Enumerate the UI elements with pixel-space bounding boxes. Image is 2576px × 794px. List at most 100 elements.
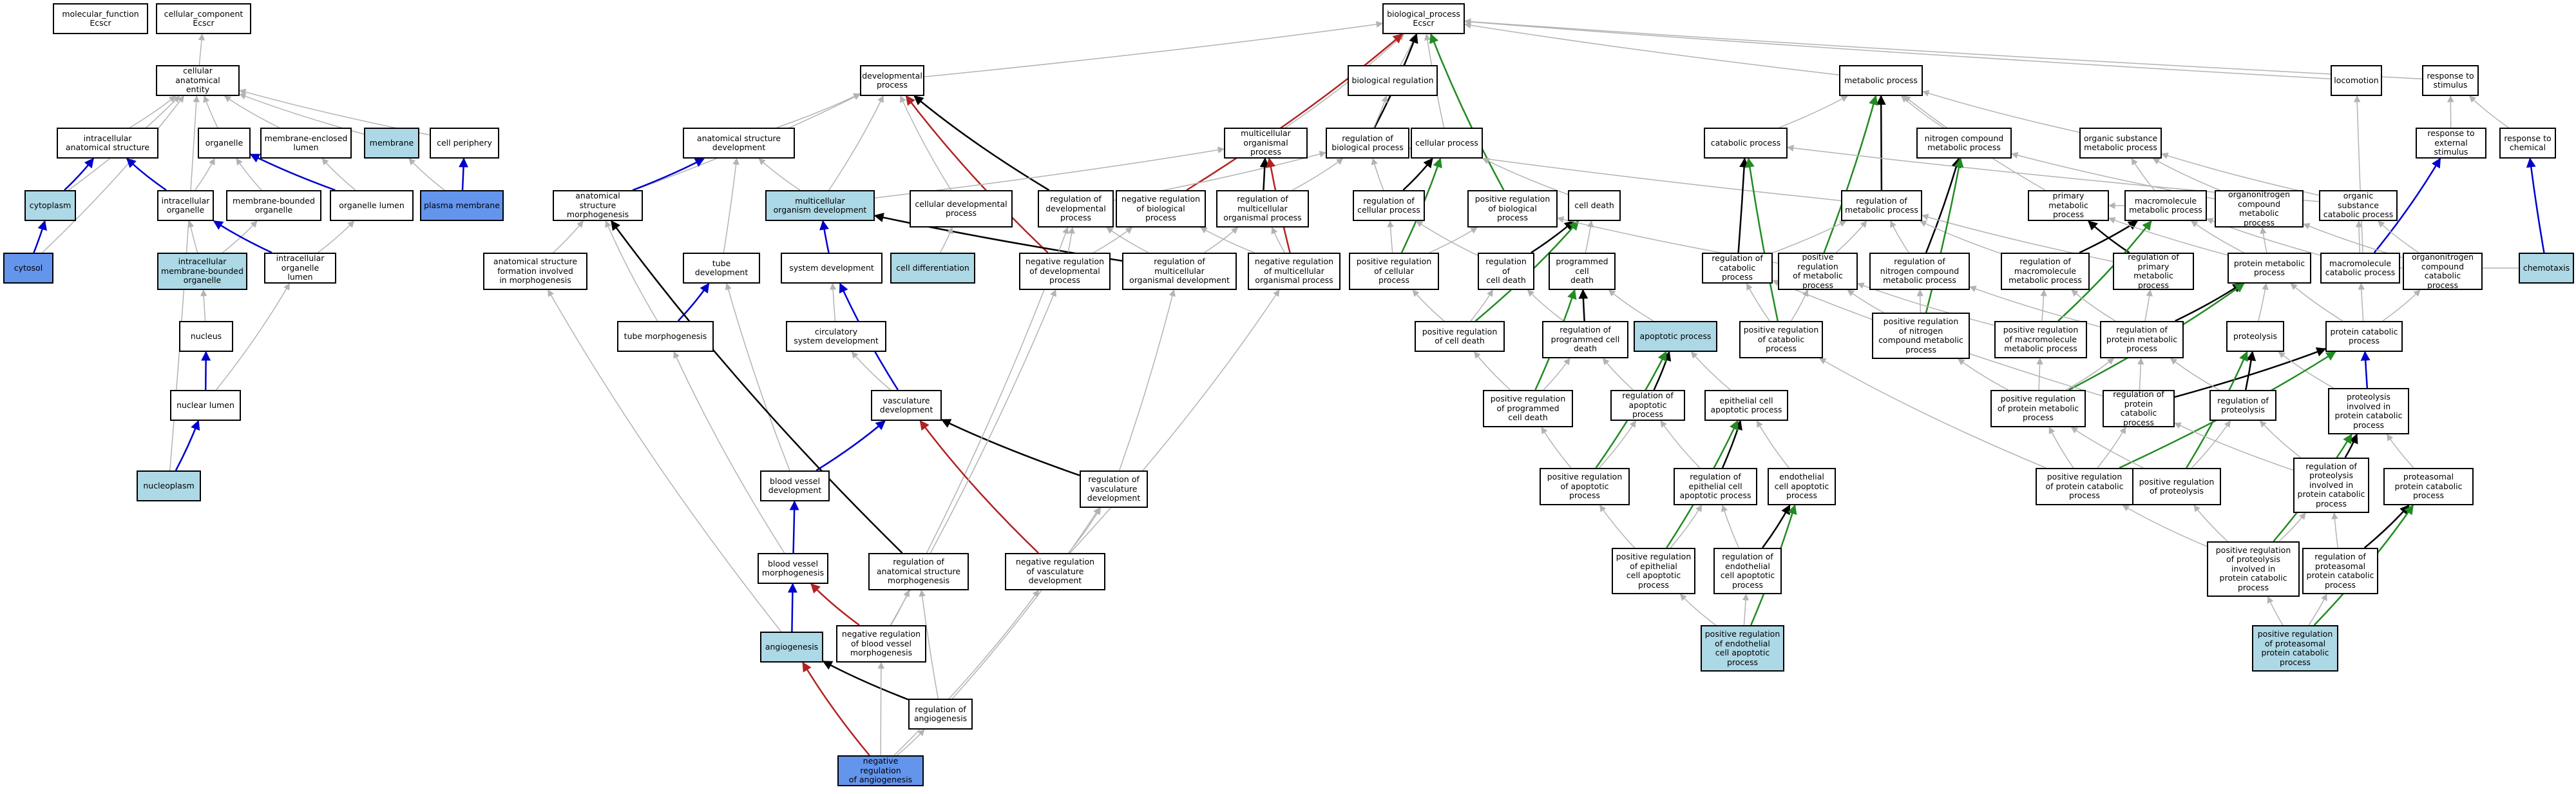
term-devp[interactable]: developmental process	[860, 65, 924, 96]
term-ias[interactable]: intracellular anatomical structure	[57, 128, 158, 159]
term-prpcd[interactable]: positive regulation of programmed cell d…	[1483, 390, 1573, 427]
term-prpipcp[interactable]: positive regulation of proteolysis invol…	[2207, 541, 2300, 597]
term-nlumen[interactable]: nuclear lumen	[170, 390, 241, 421]
term-csd[interactable]: circulatory system development	[786, 321, 886, 352]
term-vascd[interactable]: vasculature development	[871, 390, 942, 421]
term-mmp[interactable]: macromolecule metabolic process	[2124, 190, 2207, 221]
term-nrbvm[interactable]: negative regulation of blood vessel morp…	[836, 625, 926, 663]
term-nrangio[interactable]: negative regulation of angiogenesis	[837, 755, 924, 786]
term-onccp[interactable]: organonitrogen compound catabolic proces…	[2403, 252, 2483, 290]
term-prendoap[interactable]: positive regulation of endothelial cell …	[1701, 625, 1784, 672]
term-tubem[interactable]: tube morphogenesis	[617, 321, 714, 352]
term-protmp[interactable]: protein metabolic process	[2228, 253, 2311, 284]
term-rmp[interactable]: regulation of metabolic process	[1841, 190, 1922, 221]
term-celldeath[interactable]: cell death	[1568, 190, 1621, 221]
term-asfm[interactable]: anatomical structure formation involved …	[483, 253, 587, 290]
term-mf[interactable]: molecular_function Ecscr	[53, 3, 148, 34]
term-rvd[interactable]: regulation of vasculature development	[1080, 470, 1148, 508]
term-bp[interactable]: biological_process Ecscr	[1382, 3, 1465, 34]
term-rendoap[interactable]: regulation of endothelial cell apoptotic…	[1713, 548, 1782, 594]
term-rmod[interactable]: regulation of multicellular organismal d…	[1122, 253, 1237, 290]
term-rprotmp[interactable]: regulation of protein metabolic process	[2100, 321, 2184, 358]
term-pipcp[interactable]: proteolysis involved in protein cataboli…	[2328, 388, 2409, 434]
term-cytosol[interactable]: cytosol	[3, 253, 53, 284]
term-endoap[interactable]: endothelial cell apoptotic process	[1768, 468, 1836, 505]
term-mop[interactable]: multicellular organismal process	[1224, 128, 1308, 159]
term-pcd[interactable]: programmed cell death	[1549, 253, 1616, 290]
term-prppcp[interactable]: positive regulation of proteasomal prote…	[2252, 625, 2338, 672]
term-cellp[interactable]: cellular process	[1411, 128, 1483, 159]
term-mcp[interactable]: macromolecule catabolic process	[2320, 253, 2400, 284]
term-prcatp[interactable]: positive regulation of catabolic process	[1739, 321, 1823, 358]
term-rcd[interactable]: regulation of cell death	[1478, 253, 1534, 290]
term-olumen[interactable]: organelle lumen	[330, 190, 414, 221]
term-nucleus[interactable]: nucleus	[179, 321, 233, 352]
term-breg[interactable]: biological regulation	[1348, 65, 1438, 96]
term-cperiph[interactable]: cell periphery	[430, 128, 499, 159]
term-prmp[interactable]: positive regulation of metabolic process	[1778, 252, 1858, 290]
term-proteolysis[interactable]: proteolysis	[2226, 321, 2284, 352]
term-rap[interactable]: regulation of apoptotic process	[1610, 390, 1685, 421]
term-ecap[interactable]: epithelial cell apoptotic process	[1704, 390, 1788, 421]
term-tubed[interactable]: tube development	[683, 253, 760, 284]
term-nrmop[interactable]: negative regulation of multicellular org…	[1248, 253, 1340, 290]
term-cae[interactable]: cellular anatomical entity	[156, 65, 240, 96]
term-io[interactable]: intracellular organelle	[157, 190, 214, 221]
term-rpmp[interactable]: regulation of primary metabolic process	[2113, 252, 2194, 290]
term-ncmp[interactable]: nitrogen compound metabolic process	[1916, 128, 2012, 159]
term-angio[interactable]: angiogenesis	[760, 632, 823, 663]
term-bvd[interactable]: blood vessel development	[760, 470, 830, 501]
term-mod[interactable]: multicellular organism development	[765, 190, 875, 221]
term-cc[interactable]: cellular_component Ecscr	[156, 3, 251, 34]
term-rtc[interactable]: response to chemical	[2499, 128, 2556, 159]
term-nrbp[interactable]: negative regulation of biological proces…	[1116, 190, 1206, 228]
term-celldiff[interactable]: cell differentiation	[890, 253, 975, 284]
term-rangio[interactable]: regulation of angiogenesis	[908, 699, 973, 730]
term-cytoplasm[interactable]: cytoplasm	[24, 190, 76, 221]
term-prcd[interactable]: positive regulation of cell death	[1415, 321, 1505, 352]
term-oscp[interactable]: organic substance catabolic process	[2319, 190, 2398, 221]
term-oncmp[interactable]: organonitrogen compound metabolic proces…	[2215, 189, 2304, 228]
term-mbo[interactable]: membrane-bounded organelle	[226, 190, 321, 221]
term-asm[interactable]: anatomical structure morphogenesis	[553, 190, 643, 221]
term-prprotmp[interactable]: positive regulation of protein metabolic…	[1990, 390, 2086, 427]
term-imbo[interactable]: intracellular membrane-bounded organelle	[157, 253, 247, 290]
term-prmmp[interactable]: positive regulation of macromolecule met…	[1994, 321, 2087, 358]
term-catp[interactable]: catabolic process	[1704, 128, 1788, 159]
term-chemo[interactable]: chemotaxis	[2519, 253, 2574, 284]
term-prap[interactable]: positive regulation of apoptotic process	[1540, 468, 1630, 505]
term-metp[interactable]: metabolic process	[1839, 65, 1923, 96]
term-rbp[interactable]: regulation of biological process	[1326, 128, 1409, 159]
term-bvm[interactable]: blood vessel morphogenesis	[758, 553, 828, 584]
term-preca[interactable]: positive regulation of epithelial cell a…	[1612, 548, 1695, 594]
term-apop[interactable]: apoptotic process	[1634, 321, 1717, 352]
term-rmmp[interactable]: regulation of macromolecule metabolic pr…	[2001, 253, 2090, 290]
term-membrane[interactable]: membrane	[364, 128, 419, 159]
term-rpipcp[interactable]: regulation of proteolysis involved in pr…	[2293, 458, 2369, 513]
term-mel[interactable]: membrane-enclosed lumen	[260, 128, 352, 159]
term-iol[interactable]: intracellular organelle lumen	[264, 253, 336, 284]
term-rcatp[interactable]: regulation of catabolic process	[1702, 253, 1773, 284]
term-rpcd[interactable]: regulation of programmed cell death	[1542, 321, 1628, 358]
term-rasm[interactable]: regulation of anatomical structure morph…	[868, 553, 969, 590]
term-organelle[interactable]: organelle	[198, 128, 251, 159]
term-rdp[interactable]: regulation of developmental process	[1038, 190, 1114, 228]
term-loco[interactable]: locomotion	[2331, 65, 2382, 96]
term-rts[interactable]: response to stimulus	[2422, 65, 2479, 96]
term-rmop[interactable]: regulation of multicellular organismal p…	[1216, 190, 1309, 228]
term-rprot[interactable]: regulation of proteolysis	[2209, 390, 2276, 421]
term-rcp[interactable]: regulation of cellular process	[1353, 190, 1425, 221]
term-prpcp[interactable]: positive regulation of protein catabolic…	[2036, 468, 2133, 505]
term-pmp[interactable]: primary metabolic process	[2028, 190, 2109, 221]
term-rppcp[interactable]: regulation of proteasomal protein catabo…	[2302, 548, 2378, 594]
term-nrdp[interactable]: negative regulation of developmental pro…	[1019, 253, 1111, 290]
term-nucleoplasm[interactable]: nucleoplasm	[137, 470, 201, 501]
term-asd[interactable]: anatomical structure development	[683, 128, 795, 159]
term-pm[interactable]: plasma membrane	[420, 190, 504, 221]
term-reca[interactable]: regulation of epithelial cell apoptotic …	[1674, 468, 1757, 505]
term-cdp[interactable]: cellular developmental process	[910, 190, 1013, 228]
term-prbp[interactable]: positive regulation of biological proces…	[1467, 190, 1558, 228]
term-sysd[interactable]: system development	[781, 253, 883, 284]
term-nrvd[interactable]: negative regulation of vasculature devel…	[1005, 553, 1105, 590]
term-osmp[interactable]: organic substance metabolic process	[2079, 128, 2162, 159]
